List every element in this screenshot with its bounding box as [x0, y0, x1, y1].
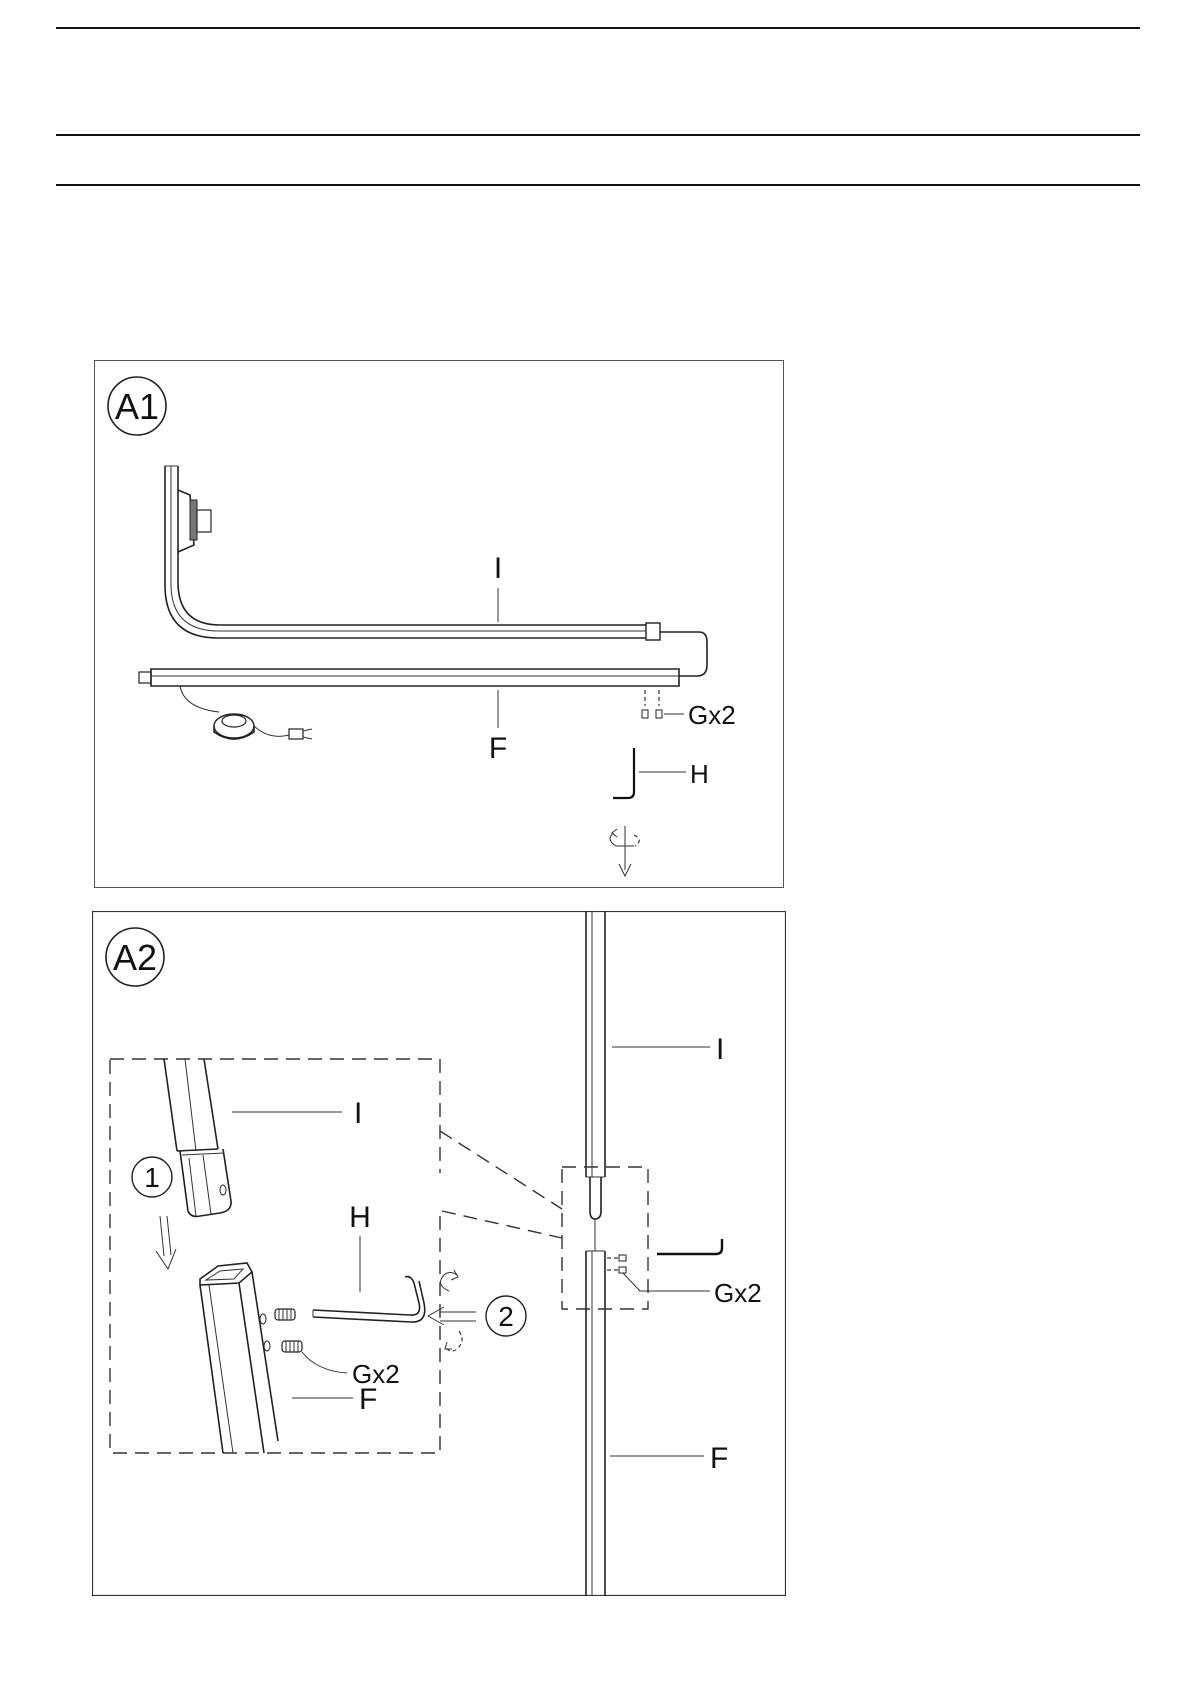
badge-a1-text: A1 — [115, 386, 159, 427]
label-screws-a1: Gx2 — [688, 700, 736, 730]
panel-a2-drawing: A2 I 1 — [92, 911, 786, 1596]
bottom-rule — [56, 184, 1140, 186]
panel-a1-drawing: A1 I F — [94, 360, 784, 888]
label-screws-detail: Gx2 — [352, 1359, 400, 1389]
step-1-text: 1 — [144, 1162, 160, 1193]
cropped-footer — [0, 1676, 1192, 1685]
label-upper-tube-a1: I — [494, 552, 502, 585]
label-upper-tube-overview: I — [716, 1033, 724, 1066]
label-allen-key-a1: H — [690, 759, 709, 789]
label-lower-tube-overview: F — [710, 1442, 728, 1475]
middle-rule — [56, 134, 1140, 136]
top-rule — [56, 27, 1140, 29]
step-2-badge: 2 — [486, 1296, 526, 1336]
badge-a2: A2 — [106, 928, 164, 986]
step-1-badge: 1 — [132, 1157, 172, 1197]
badge-a2-text: A2 — [113, 937, 157, 978]
step-2-text: 2 — [498, 1301, 514, 1332]
label-allen-key-detail: H — [349, 1201, 371, 1234]
panel-a1: A1 I F — [94, 360, 784, 888]
badge-a1: A1 — [108, 377, 166, 435]
label-screws-overview: Gx2 — [714, 1278, 762, 1308]
label-lower-tube-a1: F — [489, 732, 507, 765]
panel-a2: A2 I 1 — [92, 911, 786, 1596]
label-upper-tube-detail: I — [354, 1097, 362, 1130]
